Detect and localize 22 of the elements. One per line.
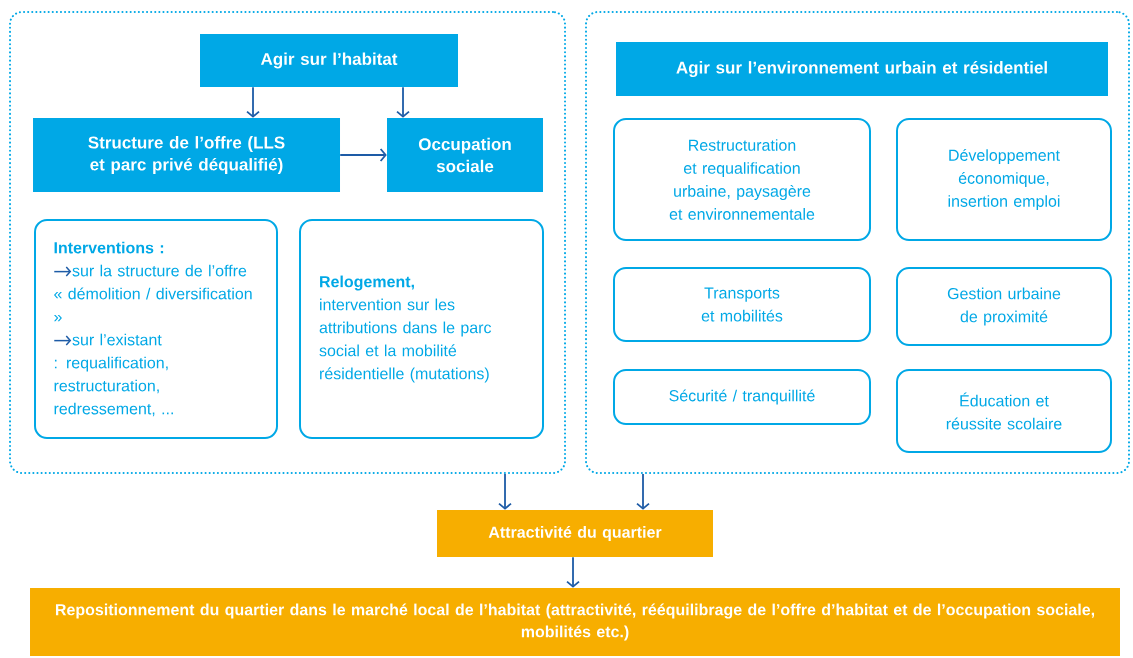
arrow xyxy=(498,473,512,510)
result-box: Repositionnement du quartier dans le marché local de l’habitat (attractivité, rééquilibrage de l’offre d’habitat et de l’occupation sociale, mobilités etc.) xyxy=(30,588,1120,656)
heading-box: Structure de l’offre (LLS et parc privé déqualifié) xyxy=(33,118,340,192)
arrow xyxy=(339,148,387,162)
arrow xyxy=(246,86,260,118)
arrow xyxy=(396,86,410,118)
topic-box: Gestion urbaine de proximité xyxy=(896,267,1112,346)
dotted-frame xyxy=(9,11,566,474)
topic-box: Transports et mobilités xyxy=(613,267,871,342)
topic-box: Développement économique, insertion emploi xyxy=(896,118,1112,241)
text-box: Interventions : sur la structure de l’offre « démolition / diversification » sur l’existant : requalification, restructuration, redressement, ... xyxy=(34,219,278,439)
dotted-frame xyxy=(585,11,1130,474)
topic-box: Sécurité / tranquillité xyxy=(613,369,871,425)
arrow xyxy=(636,473,650,510)
text-box: Relogement, intervention sur les attributions dans le parc social et la mobilité résidentielle (mutations) xyxy=(299,219,544,439)
topic-box: Restructuration et requalification urbaine, paysagère et environnementale xyxy=(613,118,871,241)
arrow xyxy=(566,556,580,588)
heading-box: Occupation sociale xyxy=(387,118,543,192)
heading-box: Agir sur l’habitat xyxy=(200,34,458,87)
heading-box: Agir sur l’environnement urbain et résidentiel xyxy=(616,42,1108,96)
topic-box: Éducation et réussite scolaire xyxy=(896,369,1112,453)
result-box: Attractivité du quartier xyxy=(437,510,713,557)
